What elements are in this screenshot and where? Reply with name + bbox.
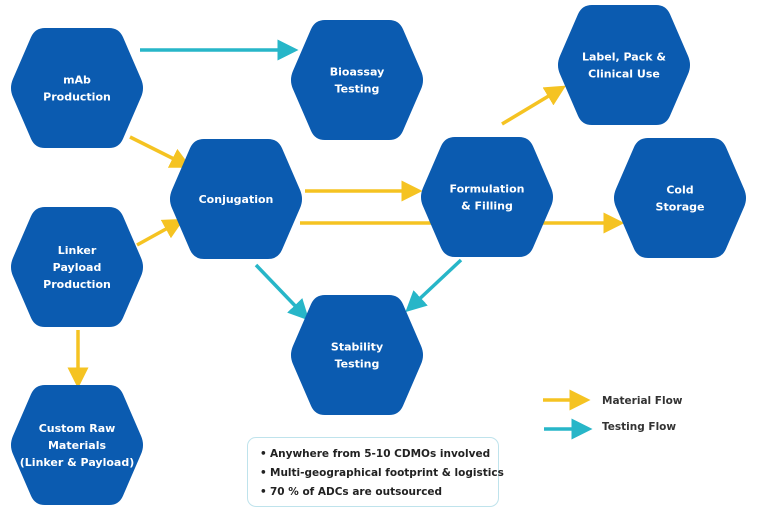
node-label-line: & Filling	[461, 200, 513, 213]
hexagon-shape	[10, 385, 144, 505]
testing-flow-legend-label: Testing Flow	[602, 421, 676, 433]
node-label-line: Testing	[335, 83, 380, 96]
node-label-line: Stability	[331, 341, 383, 354]
material-flow-arrow-formulation-to-label	[501, 85, 567, 126]
node-label-line: (Linker & Payload)	[20, 456, 134, 469]
key-fact-item: •70 % of ADCs are outsourced	[260, 483, 498, 502]
hexagon-shape	[290, 295, 424, 415]
testing-flow-arrow-conjugation-to-stability	[254, 263, 310, 321]
hexagon-shape	[10, 207, 144, 327]
bullet-icon: •	[260, 467, 267, 479]
node-formulation: Formulation & Filling	[420, 137, 554, 257]
node-label-line: mAb	[63, 74, 91, 87]
node-label-line: Clinical Use	[588, 68, 660, 81]
hexagon-shape	[613, 138, 747, 258]
node-label-line: Testing	[335, 358, 380, 371]
key-facts-box: •Anywhere from 5-10 CDMOs involved •Mult…	[247, 437, 504, 507]
node-label: Label, Pack & Clinical Use	[557, 5, 691, 125]
node-label-line: Materials	[48, 439, 106, 452]
node-label-line: Custom Raw	[39, 422, 116, 435]
bullet-icon: •	[260, 486, 267, 498]
legend: Material Flow Testing Flow	[543, 389, 683, 440]
node-label-line: Cold	[666, 184, 693, 197]
node-label-line: Formulation	[450, 183, 525, 196]
node-label-line: Production	[43, 278, 111, 291]
node-conjugation: Conjugation	[169, 139, 303, 259]
node-label-line: Production	[43, 91, 111, 104]
hexagon-shape	[557, 5, 691, 125]
hexagon-shape	[420, 137, 554, 257]
material-flow-arrow-linker-to-conjugation	[136, 218, 185, 247]
testing-flow-arrow-formulation-to-stability	[405, 258, 463, 313]
key-fact-item: •Multi-geographical footprint & logistic…	[260, 464, 504, 483]
node-label-line: Linker	[58, 244, 97, 257]
node-label-line: Payload	[53, 261, 102, 274]
node-label-line: Label, Pack &	[582, 51, 666, 64]
material-flow-legend-label: Material Flow	[602, 395, 683, 407]
hexagon-shape	[169, 139, 303, 259]
node-label-line: Bioassay	[330, 66, 384, 79]
key-fact-item: •Anywhere from 5-10 CDMOs involved	[260, 445, 498, 464]
bullet-icon: •	[260, 448, 267, 460]
node-label-line: Conjugation	[199, 193, 274, 206]
hexagon-shape	[290, 20, 424, 140]
material-flow-arrow-mab-to-conjugation	[129, 135, 192, 168]
hexagon-shape	[10, 28, 144, 148]
node-label-line: Storage	[656, 201, 705, 214]
